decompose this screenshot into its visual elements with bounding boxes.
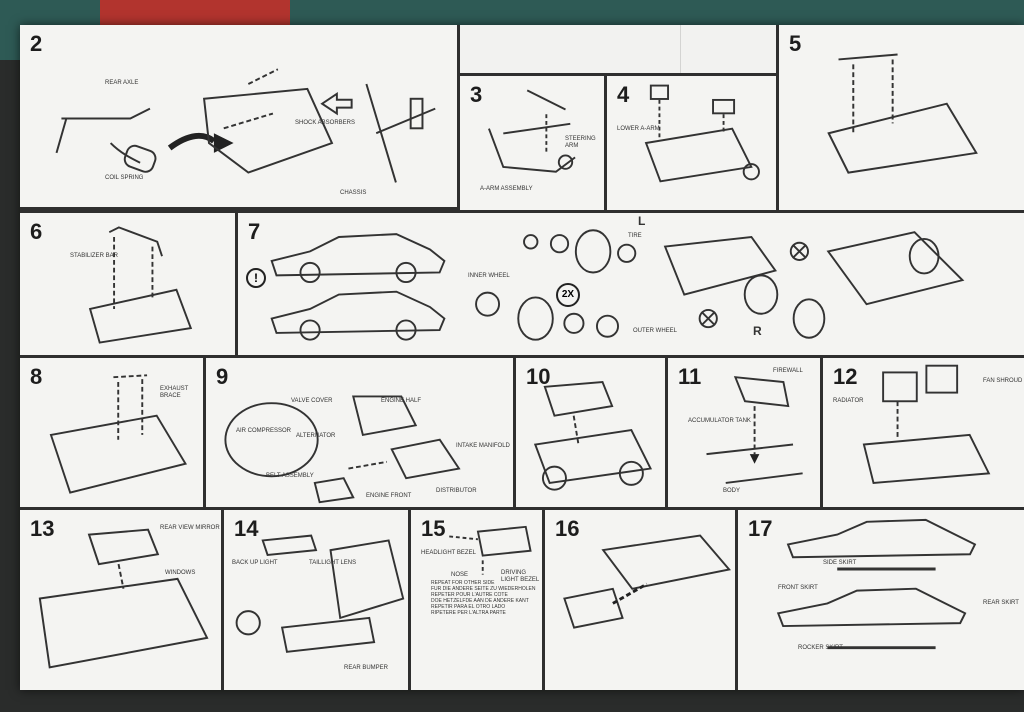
repeat-notes: REPEAT FOR OTHER SIDE FUR DIE ANDERE SEI… [431,580,535,616]
step-16-drawing [563,534,731,629]
step-8-drawing [49,374,188,494]
quantity-2x-badge: 2X [556,283,580,307]
step-number: 16 [555,516,580,541]
step-4: 4 LOWER A-ARM [604,73,779,213]
label-front-skirt: FRONT SKIRT [778,585,818,591]
step-2: 2 REAR AXLE COIL SPRING SHOCK ABSORBERS … [20,25,460,210]
step-12-drawing [862,364,991,484]
label-rear-skirt: REAR SKIRT [983,600,1019,606]
step-6-drawing [88,226,193,344]
step-9-drawing [224,395,461,504]
label-mirror: REAR VIEW MIRROR [160,525,220,531]
note-line: RIPETERE PER L'ALTRA PARTE [431,610,506,616]
instruction-sheet: 2 REAR AXLE COIL SPRING SHOCK ABSORBERS … [20,25,1024,690]
label-engine-half: ENGINE HALF [381,398,422,404]
step-number: 12 [833,364,858,389]
step-number: 13 [30,516,55,541]
step-17-drawing [776,518,977,650]
step-number: 3 [470,82,483,107]
step-number: 6 [30,219,43,244]
label-valve-cover: VALVE COVER [291,398,333,404]
label-chassis: CHASSIS [340,190,367,196]
note-line: FUR DIE ANDERE SEITE ZU WIEDERHOLEN [431,586,536,592]
step-number: 11 [678,364,702,389]
label-inner-wheel: INNER WHEEL [468,273,510,279]
step-5: 5 [776,25,1024,213]
step-5-drawing [827,53,978,174]
step-15: 15 HEADLIGHT BEZEL NOSE DRIVING LIGHT BE… [408,507,545,690]
step-2-drawing [55,68,436,183]
step-7-drawing [270,229,965,341]
step-13-drawing [38,528,209,669]
step-10-drawing [533,381,653,491]
step-10: 10 [513,355,668,510]
step-number: 5 [789,31,802,56]
step-15-drawing [449,525,532,575]
label-distributor: DISTRIBUTOR [436,488,477,494]
step-number: 15 [421,516,446,541]
label-taillight: TAILLIGHT LENS [309,560,357,566]
label-body: BODY [723,488,741,494]
step-14: 14 BACK UP LIGHT TAILLIGHT LENS REAR BUM… [221,507,411,690]
label-a-arm: A-ARM ASSEMBLY [480,186,533,192]
label-rear-axle: REAR AXLE [105,80,139,86]
step-number: 14 [234,516,259,541]
label-left: L [638,214,646,228]
step-17: 17 SIDE SKIRT FRONT SKIRT REAR SKIRT ROC… [735,507,1024,690]
label-exhaust: EXHAUST BRACE [160,386,189,399]
label-stabilizer: STABILIZER BAR [70,253,118,259]
label-alternator: ALTERNATOR [296,433,336,439]
label-fan-shroud: FAN SHROUD [983,378,1023,384]
label-right: R [753,324,762,338]
label-rocker-skirt: ROCKER SKIRT [798,645,843,651]
step-number: 17 [748,516,773,541]
kit-box-corner [100,0,290,28]
label-steering-arm: STEERING ARM [565,136,596,149]
label-lower-a-arm: LOWER A-ARM [617,126,660,132]
label-shock-absorbers: SHOCK ABSORBERS [295,120,356,126]
step-7: 7 ! 2X INNER WHEE [235,210,1024,358]
label-intake: INTAKE MANIFOLD [456,443,510,449]
label-coil-spring: COIL SPRING [105,175,144,181]
step-number: 10 [526,364,551,389]
label-tire: TIRE [628,233,642,239]
step-6: 6 STABILIZER BAR [20,210,238,358]
step-number: 8 [30,364,43,389]
label-headlight: HEADLIGHT BEZEL [421,550,476,556]
step-11: 11 FIREWALL ACCUMULATOR TANK BODY [665,355,823,510]
step-number: 9 [216,364,229,389]
step-number: 2 [30,31,43,56]
label-belt: BELT ASSEMBLY [266,473,314,479]
note-line: REPEAT FOR OTHER SIDE [431,580,495,586]
label-windows: WINDOWS [165,570,196,576]
label-rear-bumper: REAR BUMPER [344,665,389,671]
step-12: 12 RADIATOR FAN SHROUD [820,355,1024,510]
note-line: REPETER POUR L'AUTRE COTE [431,592,508,598]
step-9: 9 VALVE COVER AIR COMPRESSOR ALTERNATOR … [203,355,516,510]
label-air-compressor: AIR COMPRESSOR [236,428,292,434]
label-side-skirt: SIDE SKIRT [823,560,857,566]
step-number: 7 [248,219,261,244]
warning-icon: ! [246,268,266,288]
step-4-drawing [644,84,760,183]
label-nose: NOSE [451,572,469,578]
label-engine-front: ENGINE FRONT [366,493,412,499]
step-3: 3 A-ARM ASSEMBLY STEERING ARM [457,73,607,213]
step-16: 16 [542,507,738,690]
note-line: DOE HETZELFDE AAN DE ANDERE KANT [431,598,529,604]
step-14-drawing [235,534,405,653]
step-number: 4 [617,82,630,107]
step-3-drawing [488,89,576,173]
label-outer-wheel: OUTER WHEEL [633,328,678,334]
note-line: REPETIR PARA EL OTRO LADO [431,604,506,610]
step-13: 13 REAR VIEW MIRROR WINDOWS [20,507,224,690]
step-8: 8 EXHAUST BRACE [20,355,206,510]
label-radiator: RADIATOR [833,398,864,404]
label-accumulator: ACCUMULATOR TANK [688,418,751,424]
label-driving-light: DRIVING LIGHT BEZEL [501,570,540,583]
step-11-drawing [706,376,803,484]
label-firewall: FIREWALL [773,368,803,374]
label-backup-light: BACK UP LIGHT [232,560,278,566]
